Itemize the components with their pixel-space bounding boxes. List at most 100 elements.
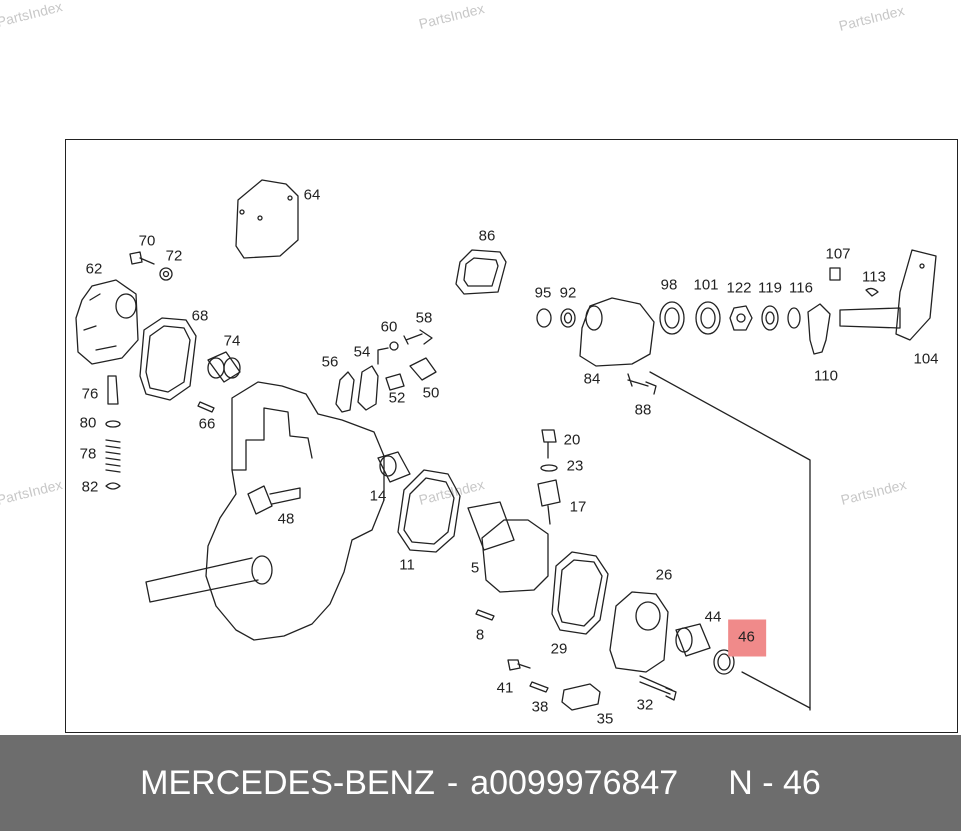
- part-64-shape: [235, 179, 299, 259]
- callout-60[interactable]: 60: [380, 318, 398, 336]
- callout-74[interactable]: 74: [223, 332, 241, 350]
- callout-78[interactable]: 78: [79, 445, 97, 463]
- part-26-shape: [609, 591, 669, 673]
- part-76-shape: [107, 375, 119, 405]
- part-58-shape: [403, 329, 433, 345]
- part-104-shape: [839, 249, 937, 341]
- leader-line: [741, 671, 811, 709]
- part-38-shape: [529, 681, 549, 693]
- callout-35[interactable]: 35: [596, 710, 614, 728]
- callout-17[interactable]: 17: [569, 498, 587, 516]
- part-72-shape: [159, 267, 173, 281]
- part-62-shape: [75, 279, 139, 365]
- callout-122[interactable]: 122: [726, 279, 752, 297]
- part-52-shape: [385, 373, 405, 391]
- part-66-shape: [197, 401, 215, 413]
- callout-56[interactable]: 56: [321, 353, 339, 371]
- callout-66[interactable]: 66: [198, 415, 216, 433]
- part-29-shape: [551, 551, 609, 635]
- callout-82[interactable]: 82: [81, 478, 99, 496]
- callout-80[interactable]: 80: [79, 414, 97, 432]
- callout-32[interactable]: 32: [636, 696, 654, 714]
- callout-8[interactable]: 8: [475, 626, 485, 644]
- part-110-shape: [807, 303, 831, 355]
- callout-88[interactable]: 88: [634, 401, 652, 419]
- part-116-shape: [787, 307, 801, 329]
- separator: -: [446, 763, 459, 802]
- callout-62[interactable]: 62: [85, 260, 103, 278]
- callout-119[interactable]: 119: [758, 279, 782, 297]
- diagram-frame: [65, 139, 958, 733]
- callout-95[interactable]: 95: [534, 284, 552, 302]
- part-98-shape: [659, 301, 685, 335]
- callout-26[interactable]: 26: [655, 566, 673, 584]
- part-17-shape: [537, 479, 561, 525]
- callout-72[interactable]: 72: [165, 247, 183, 265]
- part-35-shape: [561, 683, 601, 711]
- callout-116[interactable]: 116: [789, 279, 813, 297]
- callout-107[interactable]: 107: [825, 245, 851, 263]
- part-78-shape: [105, 439, 121, 473]
- part-107-shape: [829, 267, 841, 281]
- leader-line: [649, 371, 811, 711]
- part-11-shape: [397, 469, 461, 553]
- part-82-shape: [105, 482, 121, 490]
- callout-68[interactable]: 68: [191, 307, 209, 325]
- part-88-shape: [627, 373, 657, 395]
- part-32-shape: [639, 675, 677, 701]
- callout-5[interactable]: 5: [470, 559, 480, 577]
- part-80-shape: [105, 420, 121, 428]
- part-8-shape: [475, 609, 495, 621]
- part-86-shape: [455, 249, 507, 295]
- callout-48[interactable]: 48: [277, 510, 295, 528]
- part-92-shape: [560, 308, 576, 328]
- part-48-shape: [247, 485, 301, 515]
- callout-110[interactable]: 110: [814, 367, 838, 385]
- callout-101[interactable]: 101: [693, 276, 719, 294]
- part-14-shape: [377, 451, 411, 483]
- callout-20[interactable]: 20: [563, 431, 581, 449]
- callout-104[interactable]: 104: [913, 350, 939, 368]
- callout-58[interactable]: 58: [415, 309, 433, 327]
- callout-46-highlighted[interactable]: 46: [728, 619, 766, 657]
- callout-54[interactable]: 54: [353, 343, 371, 361]
- part-44-shape: [675, 623, 711, 657]
- callout-52[interactable]: 52: [388, 389, 406, 407]
- callout-98[interactable]: 98: [660, 276, 678, 294]
- part-56-shape: [335, 371, 355, 413]
- callout-38[interactable]: 38: [531, 698, 549, 716]
- callout-11[interactable]: 11: [399, 556, 415, 574]
- callout-92[interactable]: 92: [559, 284, 577, 302]
- part-info-footer: MERCEDES-BENZ - a0099976847 N - 46: [0, 735, 961, 831]
- callout-113[interactable]: 113: [862, 268, 886, 286]
- part-70-shape: [129, 251, 155, 265]
- callout-29[interactable]: 29: [550, 640, 568, 658]
- part-68-shape: [139, 317, 197, 401]
- callout-23[interactable]: 23: [566, 457, 584, 475]
- callout-50[interactable]: 50: [422, 384, 440, 402]
- brand-name: MERCEDES-BENZ: [140, 763, 435, 802]
- part-41-shape: [507, 659, 531, 671]
- part-54-shape: [357, 365, 379, 411]
- part-number: a0099976847: [470, 763, 679, 802]
- part-20-shape: [541, 429, 557, 459]
- callout-41[interactable]: 41: [496, 679, 514, 697]
- callout-64[interactable]: 64: [303, 186, 321, 204]
- part-101-shape: [695, 301, 721, 335]
- part-5-shape: [467, 501, 515, 551]
- callout-70[interactable]: 70: [138, 232, 156, 250]
- callout-76[interactable]: 76: [81, 385, 99, 403]
- part-95-shape: [536, 308, 552, 328]
- callout-44[interactable]: 44: [704, 608, 722, 626]
- position-label: N - 46: [728, 763, 821, 802]
- part-119-shape: [761, 305, 779, 331]
- callout-84[interactable]: 84: [583, 370, 601, 388]
- callout-14[interactable]: 14: [369, 487, 387, 505]
- part-23-shape: [540, 464, 558, 472]
- part-50-shape: [409, 357, 437, 381]
- part-46-shape: [713, 649, 735, 675]
- main-shaft: [145, 557, 259, 603]
- transmission-housing: [205, 381, 385, 641]
- exploded-parts-drawing: [75, 179, 937, 711]
- callout-86[interactable]: 86: [478, 227, 496, 245]
